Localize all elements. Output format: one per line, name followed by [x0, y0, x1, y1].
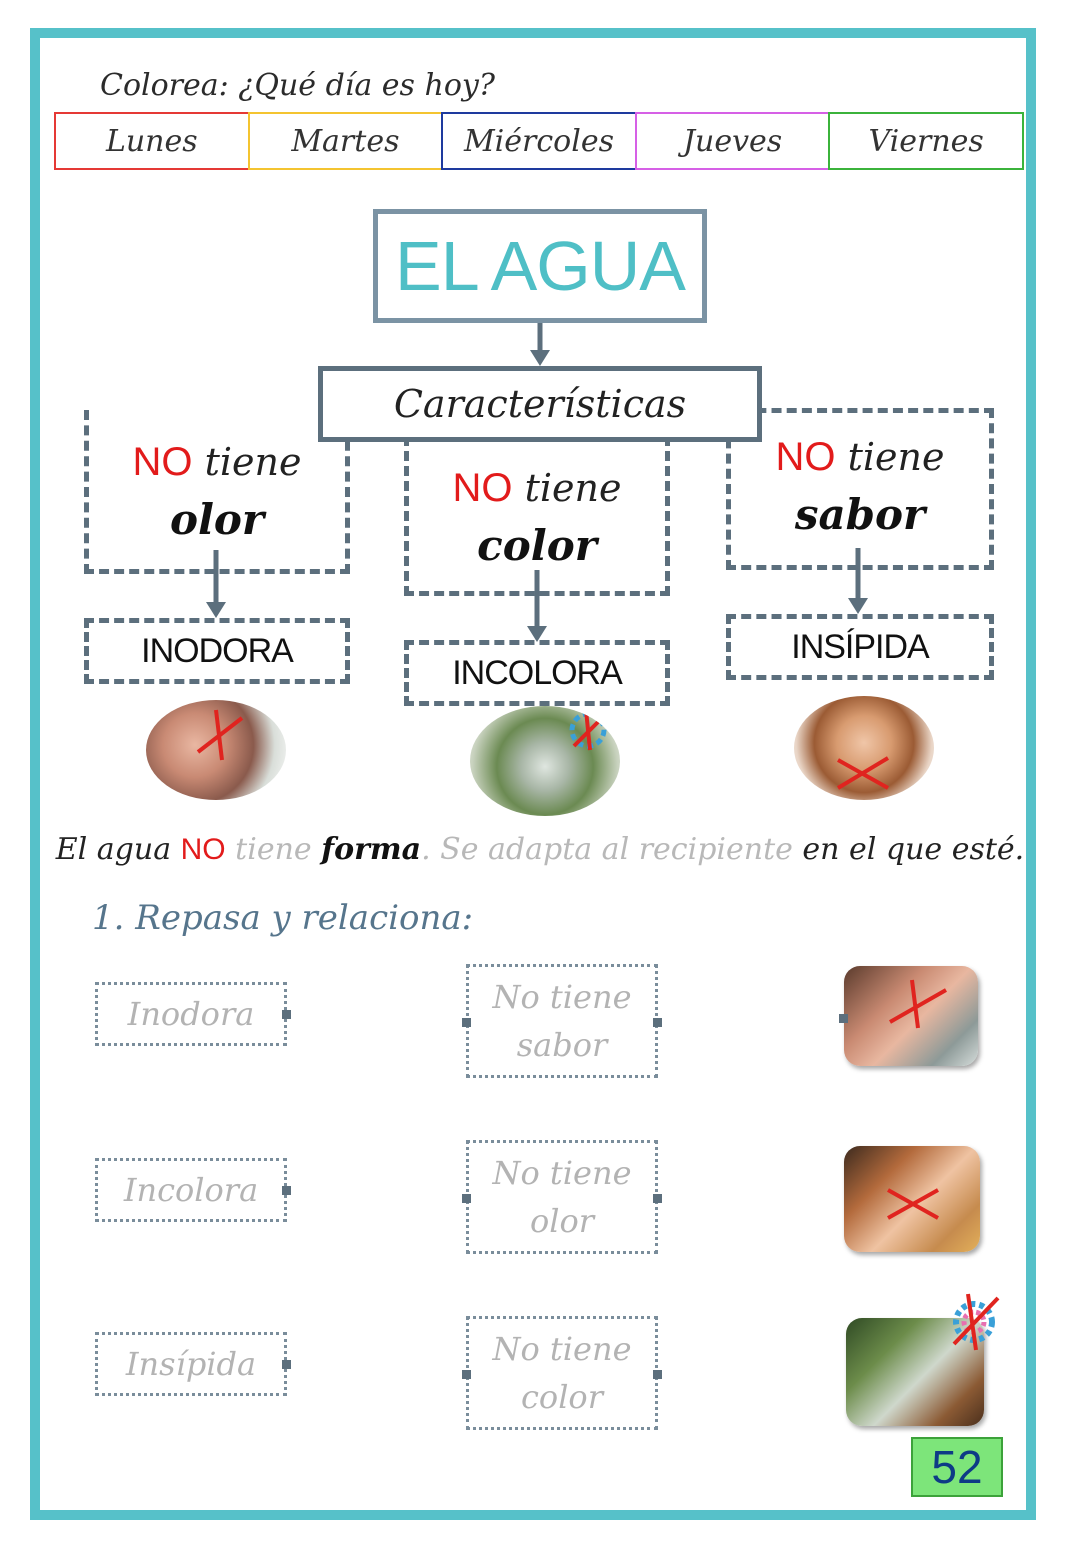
property-word: color: [477, 521, 597, 570]
exercise-title: 1. Repasa y relaciona:: [92, 898, 474, 938]
trace-phrase-olor[interactable]: No tiene olor: [466, 1140, 658, 1254]
trace-line: No tiene: [492, 1154, 632, 1192]
trace-line: color: [521, 1378, 603, 1416]
days-row: Lunes Martes Miércoles Jueves Viernes: [54, 112, 1024, 170]
sentence-trace: tiene: [225, 832, 322, 867]
connector-dot[interactable]: [462, 1370, 471, 1379]
no-label: NO: [775, 435, 836, 479]
property-sabor: NO tiene sabor: [726, 408, 994, 570]
page-number: 52: [911, 1437, 1003, 1497]
trace-word-insipida[interactable]: Insípida: [95, 1332, 287, 1396]
property-olor: NO tiene olor: [84, 410, 350, 574]
tiene-label: tiene: [204, 440, 302, 484]
trace-line: No tiene: [492, 978, 632, 1016]
tiene-label: tiene: [847, 435, 945, 479]
day-jueves[interactable]: Jueves: [634, 112, 831, 170]
property-color: NO tiene color: [404, 436, 670, 596]
girl-drinking-water-photo: [146, 700, 286, 800]
connector-dot[interactable]: [839, 1014, 848, 1023]
trace-word-inodora[interactable]: Inodora: [95, 982, 287, 1046]
connector-dot[interactable]: [653, 1370, 662, 1379]
trace-word-incolora[interactable]: Incolora: [95, 1158, 287, 1222]
connector-dot[interactable]: [282, 1186, 291, 1195]
connector-dot[interactable]: [462, 1018, 471, 1027]
day-martes[interactable]: Martes: [247, 112, 444, 170]
day-lunes[interactable]: Lunes: [54, 112, 250, 170]
sentence-part: El agua: [55, 832, 181, 867]
sentence-part: en el que esté.: [792, 832, 1025, 867]
glass-of-water-photo: [470, 706, 620, 816]
connector-dot[interactable]: [653, 1018, 662, 1027]
connector-dot[interactable]: [462, 1194, 471, 1203]
page-frame: [30, 28, 1036, 1520]
trace-phrase-sabor[interactable]: No tiene sabor: [466, 964, 658, 1078]
sentence-forma: forma: [321, 832, 422, 867]
no-label: NO: [452, 466, 513, 510]
water-shape-sentence: El agua NO tiene forma. Se adapta al rec…: [0, 832, 1080, 867]
color-wheel-crossed-icon: [952, 1293, 1000, 1351]
thumb-girl-ice-cream: [844, 1146, 980, 1252]
trace-line: No tiene: [492, 1330, 632, 1368]
sentence-trace: . Se adapta al recipiente: [421, 832, 793, 867]
property-word: sabor: [794, 490, 926, 539]
day-viernes[interactable]: Viernes: [828, 112, 1024, 170]
result-insipida: INSÍPIDA: [726, 614, 994, 680]
trace-phrase-color[interactable]: No tiene color: [466, 1316, 658, 1430]
connector-dot[interactable]: [282, 1360, 291, 1369]
trace-line: sabor: [516, 1026, 608, 1064]
characteristics-box: Características: [318, 366, 762, 442]
result-inodora: INODORA: [84, 618, 350, 684]
connector-dot[interactable]: [653, 1194, 662, 1203]
main-title: EL AGUA: [373, 209, 707, 323]
cross-icon: [196, 709, 244, 761]
trace-line: olor: [529, 1202, 595, 1240]
cross-icon: [836, 756, 890, 790]
property-word: olor: [169, 495, 265, 544]
tiene-label: tiene: [524, 466, 622, 510]
cross-icon: [569, 709, 607, 751]
sentence-no: NO: [180, 833, 226, 866]
day-title: Colorea: ¿Qué día es hoy?: [100, 68, 495, 103]
cross-icon: [887, 1188, 939, 1220]
cross-icon: [889, 979, 947, 1029]
thumb-girl-drinking-water: [844, 966, 978, 1066]
connector-dot[interactable]: [282, 1010, 291, 1019]
result-incolora: INCOLORA: [404, 640, 670, 706]
no-label: NO: [132, 440, 193, 484]
girl-ice-cream-photo: [794, 696, 934, 800]
